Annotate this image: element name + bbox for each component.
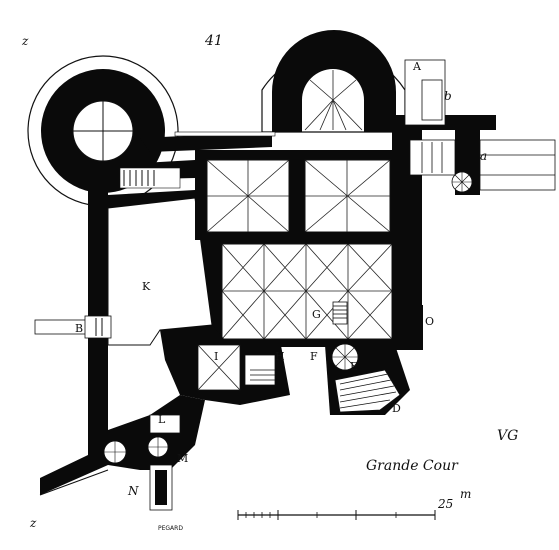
east-gate-block	[392, 59, 556, 350]
southwest-towers	[39, 395, 205, 511]
label-K: K	[142, 280, 151, 293]
label-N: N	[127, 484, 139, 498]
north-apse-tower	[261, 30, 406, 133]
tower-i	[160, 325, 290, 405]
label-G: G	[312, 308, 321, 321]
engraver-credit: PEGARD	[158, 525, 183, 532]
label-E: E	[350, 360, 358, 373]
scale-unit: m	[460, 487, 471, 501]
west-round-tower	[27, 55, 179, 207]
courtyard-label: Grande Cour	[366, 458, 459, 474]
north-arrow-top: z	[21, 34, 29, 48]
label-F: F	[310, 350, 318, 363]
monogram: VG	[497, 428, 518, 444]
scale-value: 25	[437, 497, 453, 511]
label-M: M	[177, 452, 188, 465]
label-L: L	[158, 413, 166, 426]
stair-tower-e	[325, 343, 410, 415]
label-B: B	[75, 322, 83, 335]
west-curtain-wall	[40, 160, 195, 495]
north-arrow-bottom: z	[29, 516, 37, 530]
vaulted-north-rooms	[195, 150, 410, 240]
label-a: a	[480, 149, 487, 163]
label-I: I	[214, 350, 218, 363]
west-gate-b	[34, 315, 112, 339]
label-O: O	[425, 315, 434, 328]
label-H: H	[275, 350, 285, 363]
page-number: 41	[204, 33, 223, 49]
label-D: D	[392, 402, 401, 415]
label-b: b	[444, 89, 452, 103]
scale-bar	[237, 510, 436, 520]
label-A: A	[412, 60, 422, 73]
great-vaulted-hall	[212, 232, 412, 347]
